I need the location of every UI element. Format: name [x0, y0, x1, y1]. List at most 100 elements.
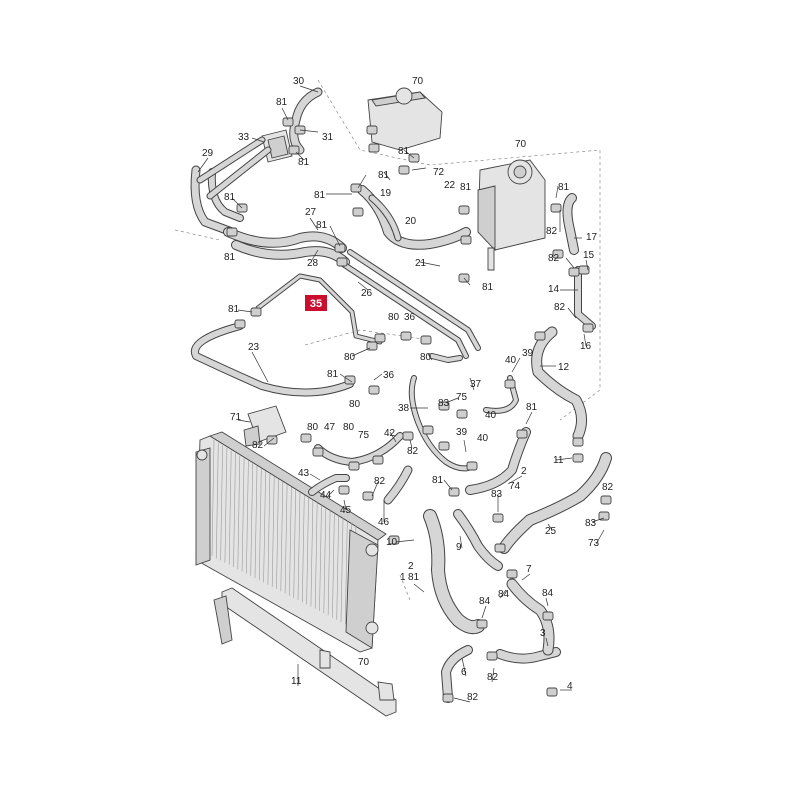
- leader-line: [351, 347, 371, 357]
- leader-line: [545, 637, 549, 647]
- leader-line: [463, 439, 467, 453]
- coolant-hose-inner: [256, 274, 382, 344]
- part-label: 26: [361, 288, 373, 299]
- part-label: 81: [224, 192, 236, 203]
- part-label: 45: [340, 505, 352, 516]
- leader-line: [383, 171, 391, 181]
- part-label: 3: [540, 628, 546, 639]
- part-label: 80: [388, 312, 400, 323]
- part-label: 82: [407, 446, 419, 457]
- hose-clamp: [516, 429, 528, 439]
- leader-line: [463, 277, 471, 286]
- part-label: 82: [374, 476, 386, 487]
- hose-clamp: [400, 331, 412, 341]
- hose-clamp: [504, 379, 516, 389]
- coolant-hose-inner: [208, 169, 243, 221]
- part-label: 11: [291, 676, 302, 687]
- hose-clamp: [288, 145, 300, 155]
- hose-clamp: [344, 375, 356, 385]
- part-label: 71: [230, 412, 242, 423]
- coolant-hose-inner: [430, 354, 462, 362]
- radiator-fin: [284, 484, 288, 594]
- part-label: 2: [521, 466, 527, 477]
- expansion-tank-upper: [367, 87, 443, 151]
- hose-clamps: [226, 117, 612, 703]
- leader-line: [197, 157, 209, 173]
- hose-clamp: [476, 619, 488, 629]
- oil-cooler: [261, 129, 293, 163]
- coolant-hose-inner: [191, 323, 353, 396]
- expansion-tank-main: [477, 159, 546, 271]
- coolant-hose-inner: [575, 267, 595, 329]
- part-label: 20: [405, 216, 417, 227]
- hose-clamp: [336, 257, 348, 267]
- highlighted-part-number: 35: [310, 298, 322, 310]
- leader-line: [395, 539, 415, 543]
- coolant-hose-inner: [290, 88, 322, 154]
- leader-line: [231, 197, 243, 209]
- part-label: 42: [384, 428, 396, 439]
- leader-line: [453, 697, 471, 703]
- part-label: 37: [470, 379, 482, 390]
- part-label: 7: [526, 564, 532, 575]
- highlighted-part-badge[interactable]: 35: [305, 295, 327, 311]
- leader-line: [411, 167, 427, 171]
- hose-clamp: [456, 409, 468, 419]
- leader-line: [237, 419, 251, 423]
- part-label: 27: [305, 207, 317, 218]
- hose-clamp: [300, 433, 312, 443]
- part-label: 40: [485, 410, 497, 421]
- part-label: 82: [548, 253, 560, 264]
- hose-clamp: [352, 207, 364, 217]
- leader-line: [443, 479, 453, 491]
- leader-line: [389, 431, 397, 443]
- hose-clamp: [312, 447, 324, 457]
- hose-clamp: [338, 485, 350, 495]
- coolant-hose-inner: [191, 166, 236, 236]
- hose-clamp: [582, 323, 594, 333]
- part-label: 82: [252, 440, 264, 451]
- hose-clamp: [572, 453, 584, 463]
- coolant-hose-inner: [348, 250, 480, 350]
- part-label: 82: [554, 302, 566, 313]
- part-label: 2: [408, 561, 414, 572]
- radiator-fin: [237, 455, 241, 570]
- leader-line: [329, 225, 341, 247]
- radiator-fin: [216, 442, 219, 559]
- leader-line: [281, 107, 289, 121]
- hose-clamp: [542, 611, 554, 621]
- part-label: 81: [558, 182, 570, 193]
- coolant-hose-inner: [224, 228, 346, 252]
- part-label: 81: [378, 170, 390, 181]
- radiator-fin: [293, 489, 296, 598]
- hose-clamp: [402, 431, 414, 441]
- radiator-fin: [241, 458, 245, 572]
- hose-clamp: [226, 227, 238, 237]
- part-label: 84: [498, 589, 510, 600]
- part-label: 81: [460, 182, 472, 193]
- leader-line: [585, 259, 589, 271]
- coolant-hose-inner: [532, 327, 586, 441]
- radiator-fin: [211, 439, 215, 557]
- radiator: [195, 431, 387, 653]
- leader-line: [357, 174, 367, 189]
- coolant-hose-inner: [484, 376, 518, 413]
- part-label: 39: [522, 348, 534, 359]
- part-label: 15: [583, 250, 595, 261]
- hose-clamp: [600, 495, 612, 505]
- coolant-hose-inner: [409, 376, 470, 471]
- hose-clamp: [578, 265, 590, 275]
- part-label: 81: [228, 304, 240, 315]
- leader-line: [583, 333, 587, 347]
- part-label: 80: [307, 422, 319, 433]
- hose-clamp: [466, 461, 478, 471]
- leader-line: [525, 411, 533, 425]
- part-label: 9: [456, 542, 462, 553]
- coolant-hose-inner: [384, 466, 412, 504]
- hose-clamp: [460, 235, 472, 245]
- part-label: 1: [400, 572, 406, 583]
- leader-line: [491, 667, 495, 683]
- leader-line: [507, 475, 523, 485]
- hose-clamp: [234, 319, 246, 329]
- part-number-labels: 30 70 81 31 33 81 70 29 81 81 72 81 81 2…: [202, 76, 614, 703]
